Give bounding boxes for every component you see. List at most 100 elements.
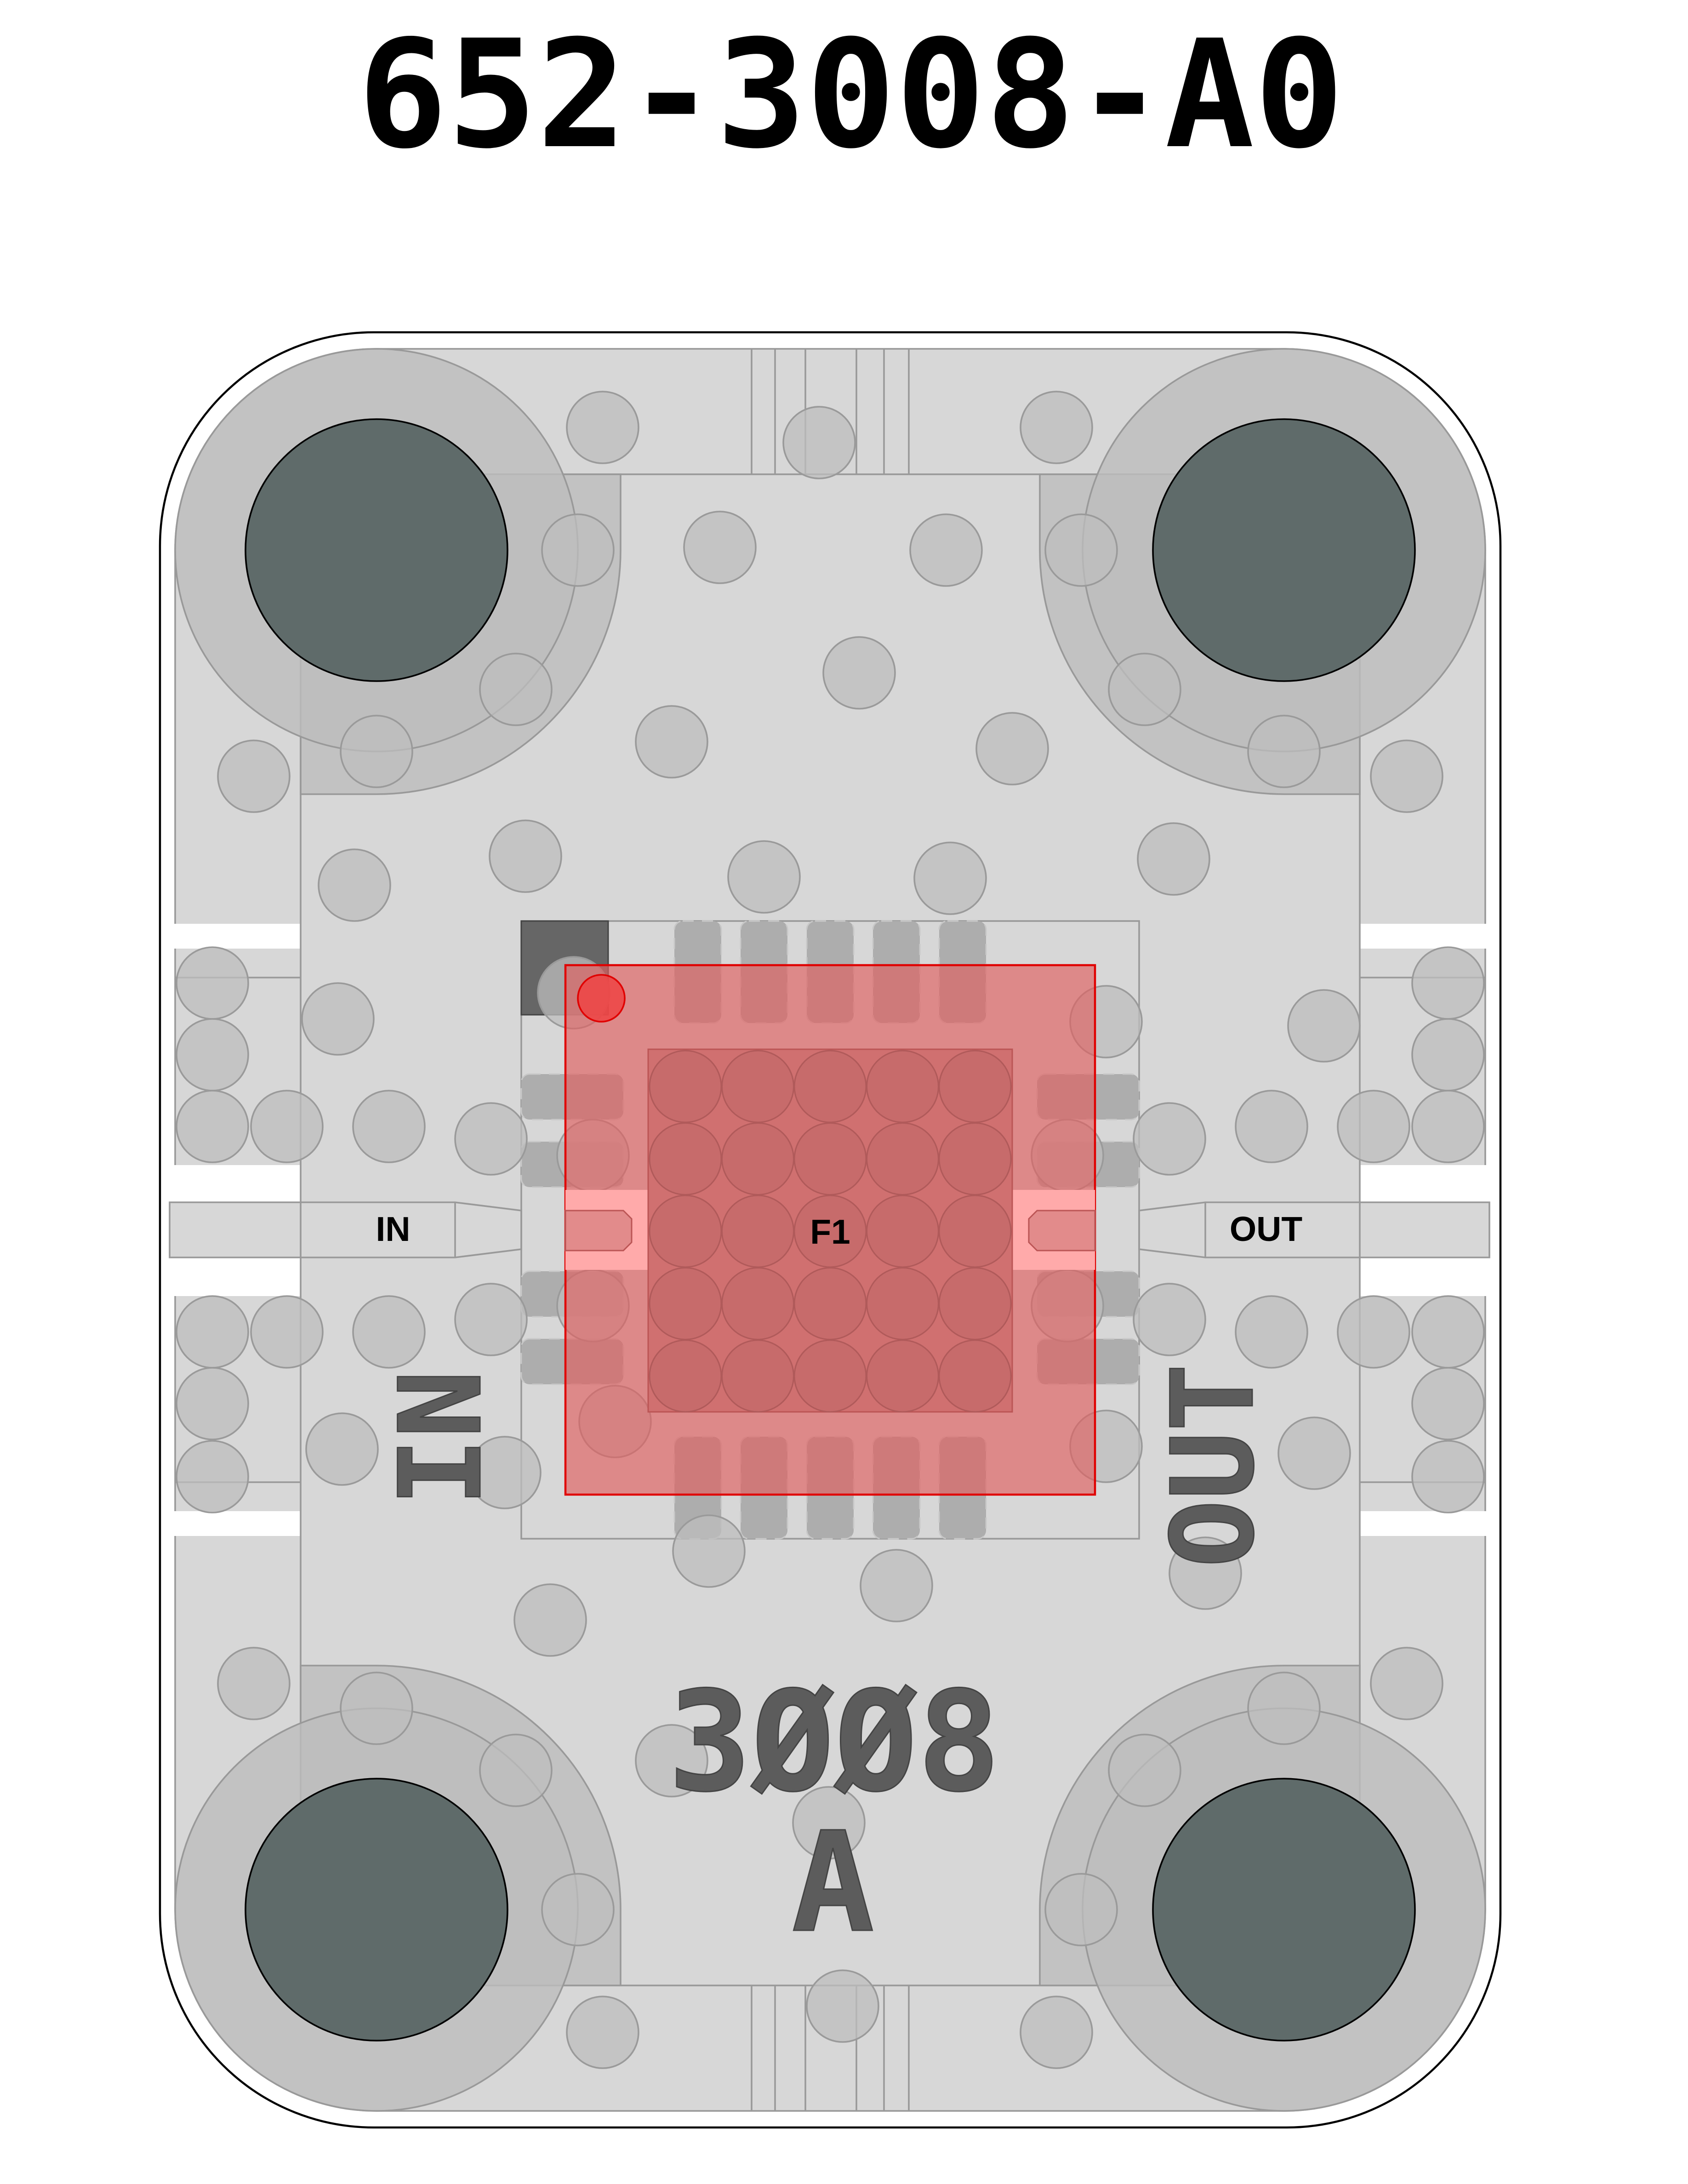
via bbox=[1169, 1536, 1242, 1610]
via bbox=[1337, 1090, 1410, 1163]
via bbox=[1411, 1090, 1485, 1163]
trace-label-out: OUT bbox=[1230, 1210, 1302, 1248]
thermal-via bbox=[866, 1267, 939, 1340]
via bbox=[909, 513, 983, 587]
via bbox=[176, 1090, 249, 1163]
via bbox=[672, 1514, 746, 1588]
thermal-via bbox=[938, 1194, 1012, 1268]
pin1-dot bbox=[577, 974, 626, 1023]
via bbox=[217, 739, 291, 813]
via bbox=[1247, 1672, 1321, 1745]
thermal-via bbox=[721, 1194, 794, 1268]
via bbox=[352, 1295, 426, 1369]
via bbox=[806, 1969, 879, 2043]
thermal-via bbox=[793, 1050, 867, 1123]
via bbox=[176, 1295, 249, 1369]
via bbox=[683, 511, 757, 584]
via bbox=[301, 982, 375, 1056]
via bbox=[1108, 1734, 1181, 1807]
component-ref: F1 bbox=[810, 1212, 850, 1251]
board-title: 652-3008-A0 bbox=[358, 8, 1344, 182]
thermal-via bbox=[866, 1122, 939, 1195]
via bbox=[782, 406, 856, 479]
via bbox=[1247, 715, 1321, 788]
via bbox=[1137, 822, 1210, 896]
via bbox=[975, 712, 1049, 785]
via bbox=[635, 1724, 708, 1797]
thermal-via bbox=[938, 1267, 1012, 1340]
thermal-via bbox=[866, 1050, 939, 1123]
via bbox=[913, 842, 987, 915]
via bbox=[541, 513, 615, 587]
via bbox=[176, 1018, 249, 1092]
thermal-via bbox=[649, 1267, 722, 1340]
via bbox=[1370, 739, 1443, 813]
via bbox=[792, 1786, 866, 1860]
thermal-via bbox=[649, 1122, 722, 1195]
via bbox=[1133, 1283, 1206, 1356]
via bbox=[454, 1102, 528, 1176]
via bbox=[1133, 1102, 1206, 1176]
thermal-via bbox=[938, 1122, 1012, 1195]
silk-revision: A bbox=[792, 1803, 875, 1963]
via bbox=[340, 1672, 413, 1745]
component-f1[interactable]: F1 bbox=[564, 964, 1096, 1496]
via bbox=[217, 1647, 291, 1720]
via bbox=[1044, 1873, 1118, 1946]
vias bbox=[176, 391, 1485, 2069]
thermal-via bbox=[793, 1122, 867, 1195]
thermal-via bbox=[649, 1339, 722, 1413]
via bbox=[1108, 653, 1181, 726]
via bbox=[352, 1090, 426, 1163]
via bbox=[1411, 1295, 1485, 1369]
thermal-via bbox=[721, 1339, 794, 1413]
thermal-via bbox=[866, 1194, 939, 1268]
via bbox=[566, 391, 639, 464]
thermal-via bbox=[721, 1050, 794, 1123]
via bbox=[176, 1440, 249, 1513]
via bbox=[1287, 989, 1361, 1063]
thermal-via bbox=[649, 1194, 722, 1268]
via bbox=[1020, 1996, 1093, 2069]
via bbox=[1235, 1090, 1308, 1163]
via bbox=[176, 1367, 249, 1440]
via bbox=[1370, 1647, 1443, 1720]
via bbox=[454, 1283, 528, 1356]
via bbox=[250, 1090, 324, 1163]
via bbox=[513, 1583, 587, 1657]
via bbox=[479, 1734, 553, 1807]
via bbox=[822, 636, 896, 710]
thermal-via bbox=[866, 1339, 939, 1413]
via bbox=[479, 653, 553, 726]
via bbox=[635, 705, 708, 779]
via bbox=[727, 840, 801, 914]
via bbox=[1044, 513, 1118, 587]
via bbox=[1277, 1416, 1351, 1490]
via bbox=[566, 1996, 639, 2069]
via bbox=[1411, 1367, 1485, 1440]
via bbox=[250, 1295, 324, 1369]
thermal-via bbox=[938, 1050, 1012, 1123]
silk-out: OUT bbox=[1148, 1364, 1279, 1568]
silk-in: IN bbox=[376, 1370, 507, 1506]
trace-label-in: IN bbox=[376, 1210, 411, 1248]
via bbox=[489, 819, 562, 893]
silk-part-number: 3ØØ8 bbox=[668, 1662, 1000, 1822]
via bbox=[176, 946, 249, 1020]
thermal-via bbox=[793, 1267, 867, 1340]
via bbox=[1411, 1018, 1485, 1092]
via bbox=[340, 715, 413, 788]
via bbox=[305, 1412, 379, 1486]
via bbox=[468, 1436, 542, 1509]
via bbox=[1411, 1440, 1485, 1513]
via bbox=[1337, 1295, 1410, 1369]
via bbox=[860, 1549, 933, 1622]
thermal-via bbox=[649, 1050, 722, 1123]
mounting-hole-icon bbox=[245, 418, 1416, 2042]
thermal-via bbox=[938, 1339, 1012, 1413]
via bbox=[1020, 391, 1093, 464]
via bbox=[541, 1873, 615, 1946]
thermal-via bbox=[793, 1339, 867, 1413]
thermal-via bbox=[721, 1122, 794, 1195]
